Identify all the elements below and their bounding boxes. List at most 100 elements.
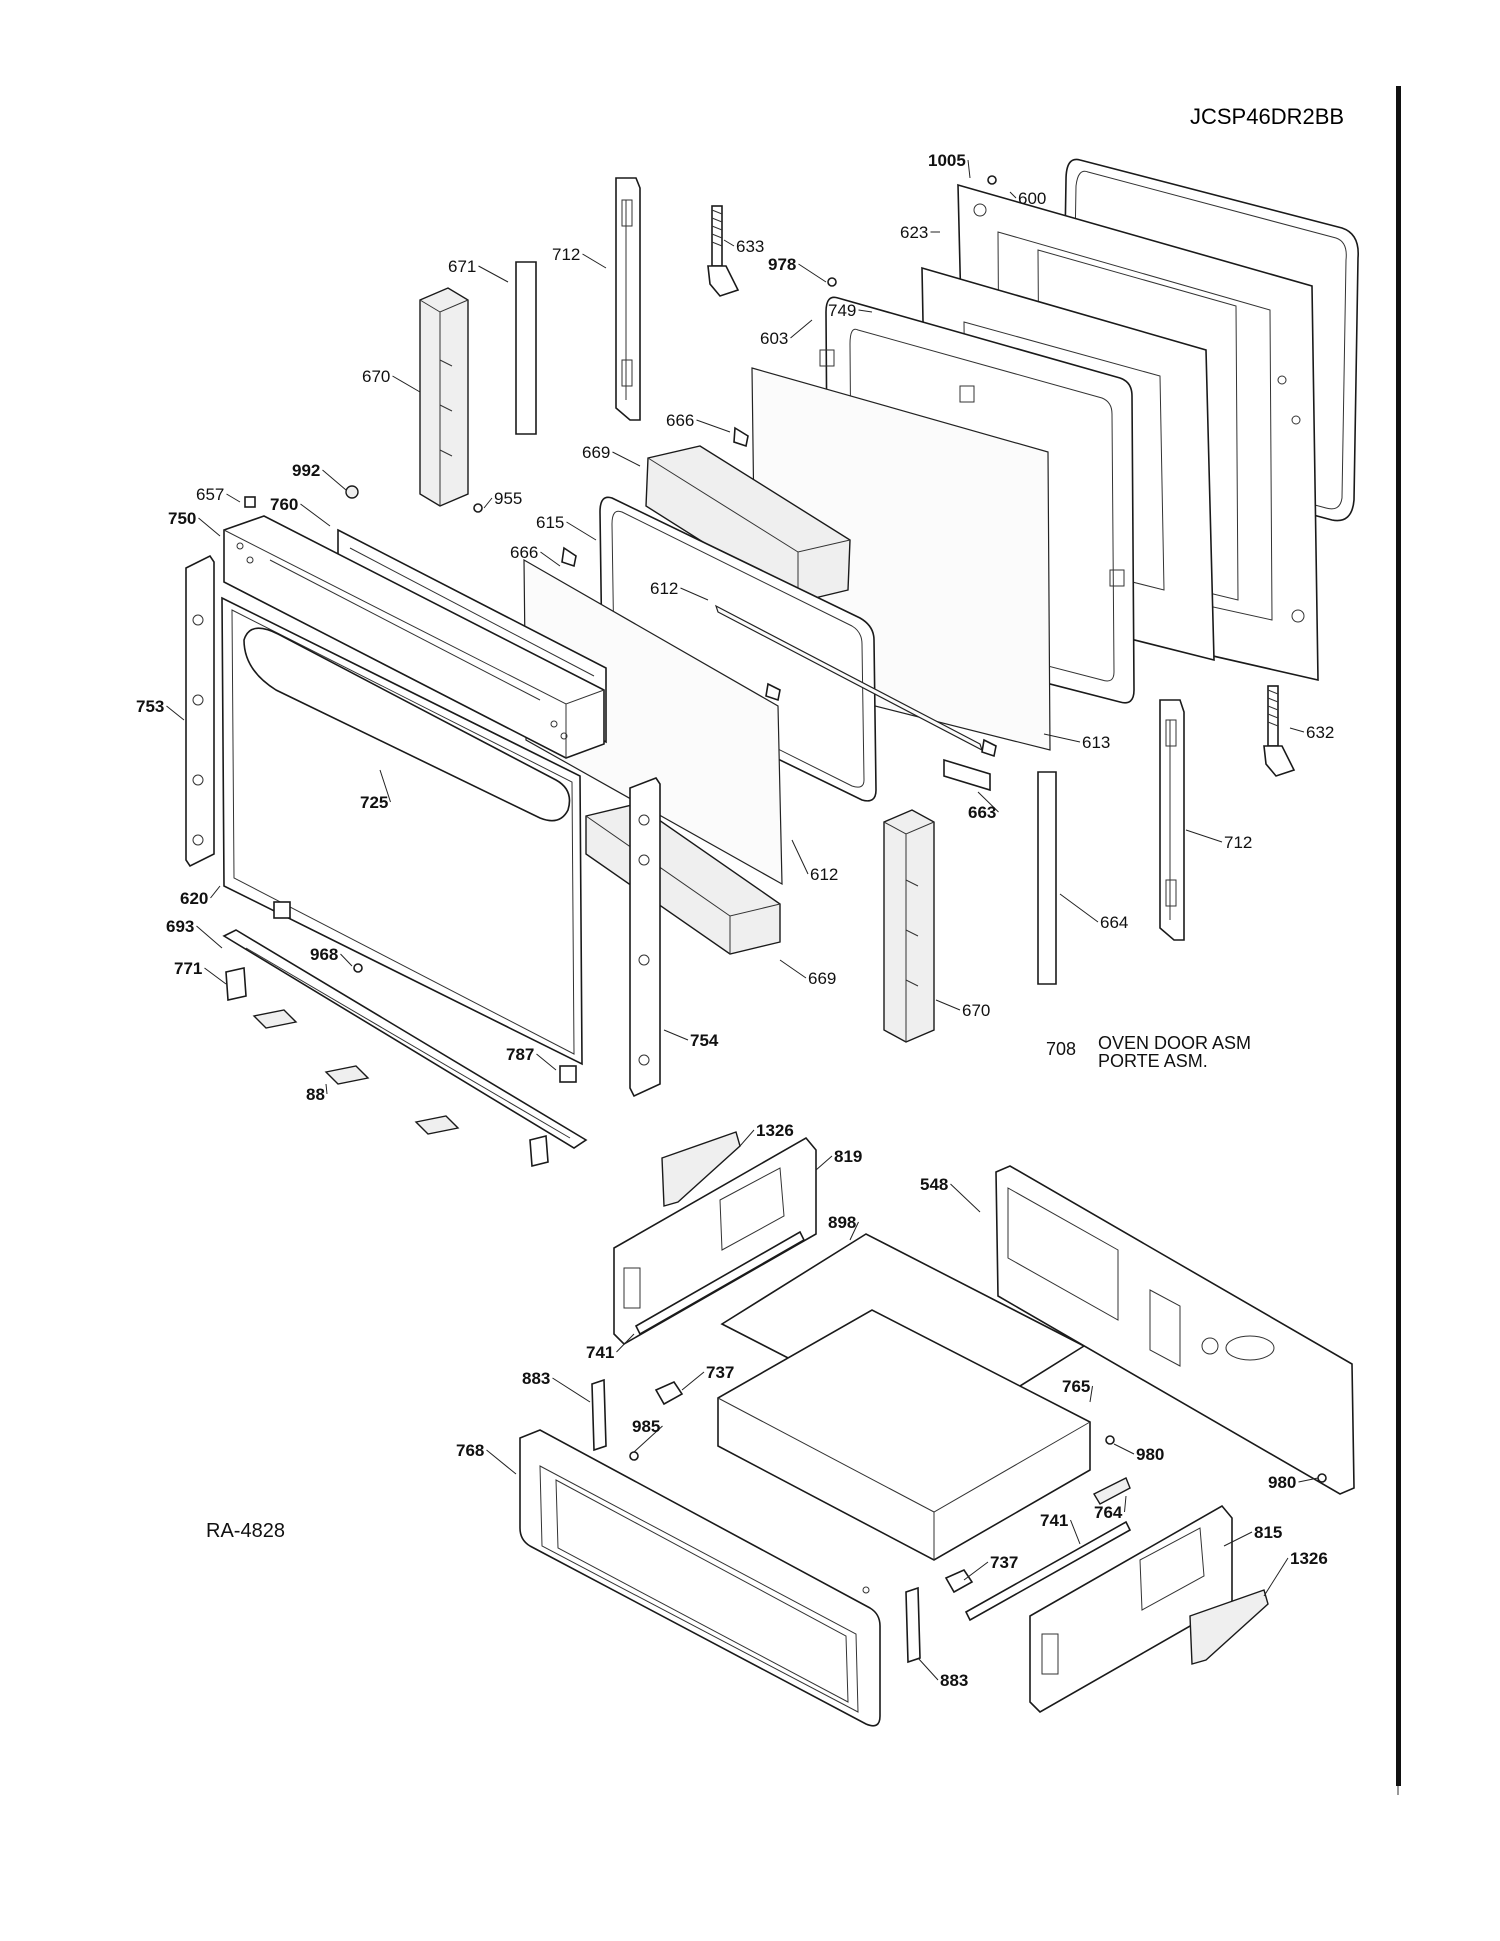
part-737-clip-left bbox=[654, 1380, 684, 1406]
leader-line-663 bbox=[977, 791, 999, 813]
leader-line-741 bbox=[616, 1333, 635, 1353]
callout-label-815: 815 bbox=[1254, 1523, 1282, 1542]
part-666-clip-4 bbox=[981, 738, 997, 758]
leader-line-737 bbox=[963, 1561, 989, 1581]
leader-line-88 bbox=[325, 1083, 328, 1095]
callout-label-980: 980 bbox=[1136, 1445, 1164, 1464]
part-670-insulation bbox=[419, 287, 469, 507]
callout-label-548: 548 bbox=[920, 1175, 948, 1194]
part-663-strip bbox=[943, 758, 991, 792]
model-number: JCSP46DR2BB bbox=[1190, 104, 1344, 129]
leader-line-670 bbox=[392, 375, 421, 393]
part-883-handle-right bbox=[905, 1586, 921, 1664]
callout-label-955: 955 bbox=[494, 489, 522, 508]
part-787-bracket bbox=[559, 1065, 577, 1083]
callout-label-754: 754 bbox=[690, 1031, 719, 1050]
callout-label-725: 725 bbox=[360, 793, 388, 812]
leader-line-669 bbox=[779, 959, 807, 979]
leader-line-992 bbox=[322, 469, 347, 491]
callout-label-620: 620 bbox=[180, 889, 208, 908]
drawing-code: RA-4828 bbox=[206, 1520, 285, 1542]
leader-line-768 bbox=[486, 1449, 517, 1475]
leader-line-754 bbox=[663, 1029, 689, 1041]
assembly-name-fr: PORTE ASM. bbox=[1098, 1051, 1208, 1071]
callout-label-633: 633 bbox=[736, 237, 764, 256]
callout-label-657: 657 bbox=[196, 485, 224, 504]
callout-label-978: 978 bbox=[768, 255, 796, 274]
leader-line-613 bbox=[1043, 733, 1081, 743]
callout-label-741: 741 bbox=[586, 1343, 614, 1362]
part-754-side-trim bbox=[629, 777, 661, 1098]
leader-line-955 bbox=[483, 497, 493, 509]
right-border-rule bbox=[1396, 86, 1401, 1786]
leader-line-737 bbox=[681, 1371, 705, 1391]
callout-label-613: 613 bbox=[1082, 733, 1110, 752]
part-666-clip-2 bbox=[561, 546, 577, 568]
leader-line-883 bbox=[552, 1377, 591, 1403]
screw-968 bbox=[353, 963, 363, 973]
leader-line-753 bbox=[166, 705, 185, 721]
screw-1005 bbox=[987, 175, 997, 185]
callout-label-980: 980 bbox=[1268, 1473, 1296, 1492]
callout-label-669: 669 bbox=[808, 969, 836, 988]
leader-line-980 bbox=[1113, 1443, 1135, 1455]
leader-line-1326 bbox=[739, 1129, 755, 1147]
callout-label-623: 623 bbox=[900, 223, 928, 242]
callout-label-1326: 1326 bbox=[1290, 1549, 1328, 1568]
leader-line-764 bbox=[1124, 1495, 1127, 1513]
part-753-side-trim bbox=[185, 554, 215, 868]
oven-door-parts bbox=[185, 158, 1359, 1168]
leader-line-666 bbox=[540, 551, 561, 567]
leader-line-633 bbox=[723, 239, 735, 247]
callout-label-664: 664 bbox=[1100, 913, 1128, 932]
callout-labels: 1005600623633978712671749603670666669992… bbox=[136, 151, 1334, 1690]
leader-line-712 bbox=[582, 253, 607, 269]
leader-line-750 bbox=[198, 517, 221, 537]
callout-label-753: 753 bbox=[136, 697, 164, 716]
part-787-bracket-2 bbox=[273, 901, 291, 919]
part-88-pad-3 bbox=[414, 1115, 460, 1135]
callout-label-760: 760 bbox=[270, 495, 298, 514]
callout-label-898: 898 bbox=[828, 1213, 856, 1232]
callout-label-663: 663 bbox=[968, 803, 996, 822]
part-815-side-bracket bbox=[1029, 1504, 1233, 1713]
callout-label-670: 670 bbox=[962, 1001, 990, 1020]
part-632-hinge bbox=[1263, 685, 1296, 777]
callout-label-712: 712 bbox=[1224, 833, 1252, 852]
leader-line-765 bbox=[1089, 1385, 1093, 1403]
screw-985 bbox=[629, 1451, 639, 1461]
leader-lines bbox=[166, 159, 1319, 1681]
callout-label-666: 666 bbox=[666, 411, 694, 430]
leader-line-670 bbox=[935, 999, 961, 1011]
screw-955 bbox=[473, 503, 483, 513]
assembly-name-en: OVEN DOOR ASM bbox=[1098, 1033, 1251, 1053]
part-712-channel-right bbox=[1159, 699, 1185, 941]
leader-line-883 bbox=[917, 1657, 939, 1681]
callout-label-819: 819 bbox=[834, 1147, 862, 1166]
leader-line-771 bbox=[204, 967, 227, 985]
callout-label-632: 632 bbox=[1306, 723, 1334, 742]
part-1326-cover-right bbox=[1189, 1589, 1269, 1665]
drawer-parts bbox=[519, 1131, 1355, 1727]
callout-label-603: 603 bbox=[760, 329, 788, 348]
leader-line-980 bbox=[1298, 1477, 1319, 1483]
part-657 bbox=[244, 496, 256, 508]
part-671-strip bbox=[515, 261, 537, 435]
part-750-control-trim bbox=[223, 515, 605, 759]
callout-label-737: 737 bbox=[706, 1363, 734, 1382]
callout-label-737: 737 bbox=[990, 1553, 1018, 1572]
callout-label-771: 771 bbox=[174, 959, 202, 978]
callout-label-612: 612 bbox=[650, 579, 678, 598]
part-88-pad-1 bbox=[252, 1009, 298, 1029]
part-737-clip-right bbox=[944, 1568, 974, 1594]
part-670-insulation-lower bbox=[883, 809, 935, 1043]
part-633-hinge bbox=[707, 205, 740, 297]
callout-label-612: 612 bbox=[810, 865, 838, 884]
callout-label-968: 968 bbox=[310, 945, 338, 964]
part-666-clip-3 bbox=[765, 682, 781, 702]
leader-line-657 bbox=[226, 493, 241, 503]
leader-line-985 bbox=[633, 1425, 663, 1453]
leader-line-620 bbox=[210, 885, 221, 899]
callout-label-669: 669 bbox=[582, 443, 610, 462]
